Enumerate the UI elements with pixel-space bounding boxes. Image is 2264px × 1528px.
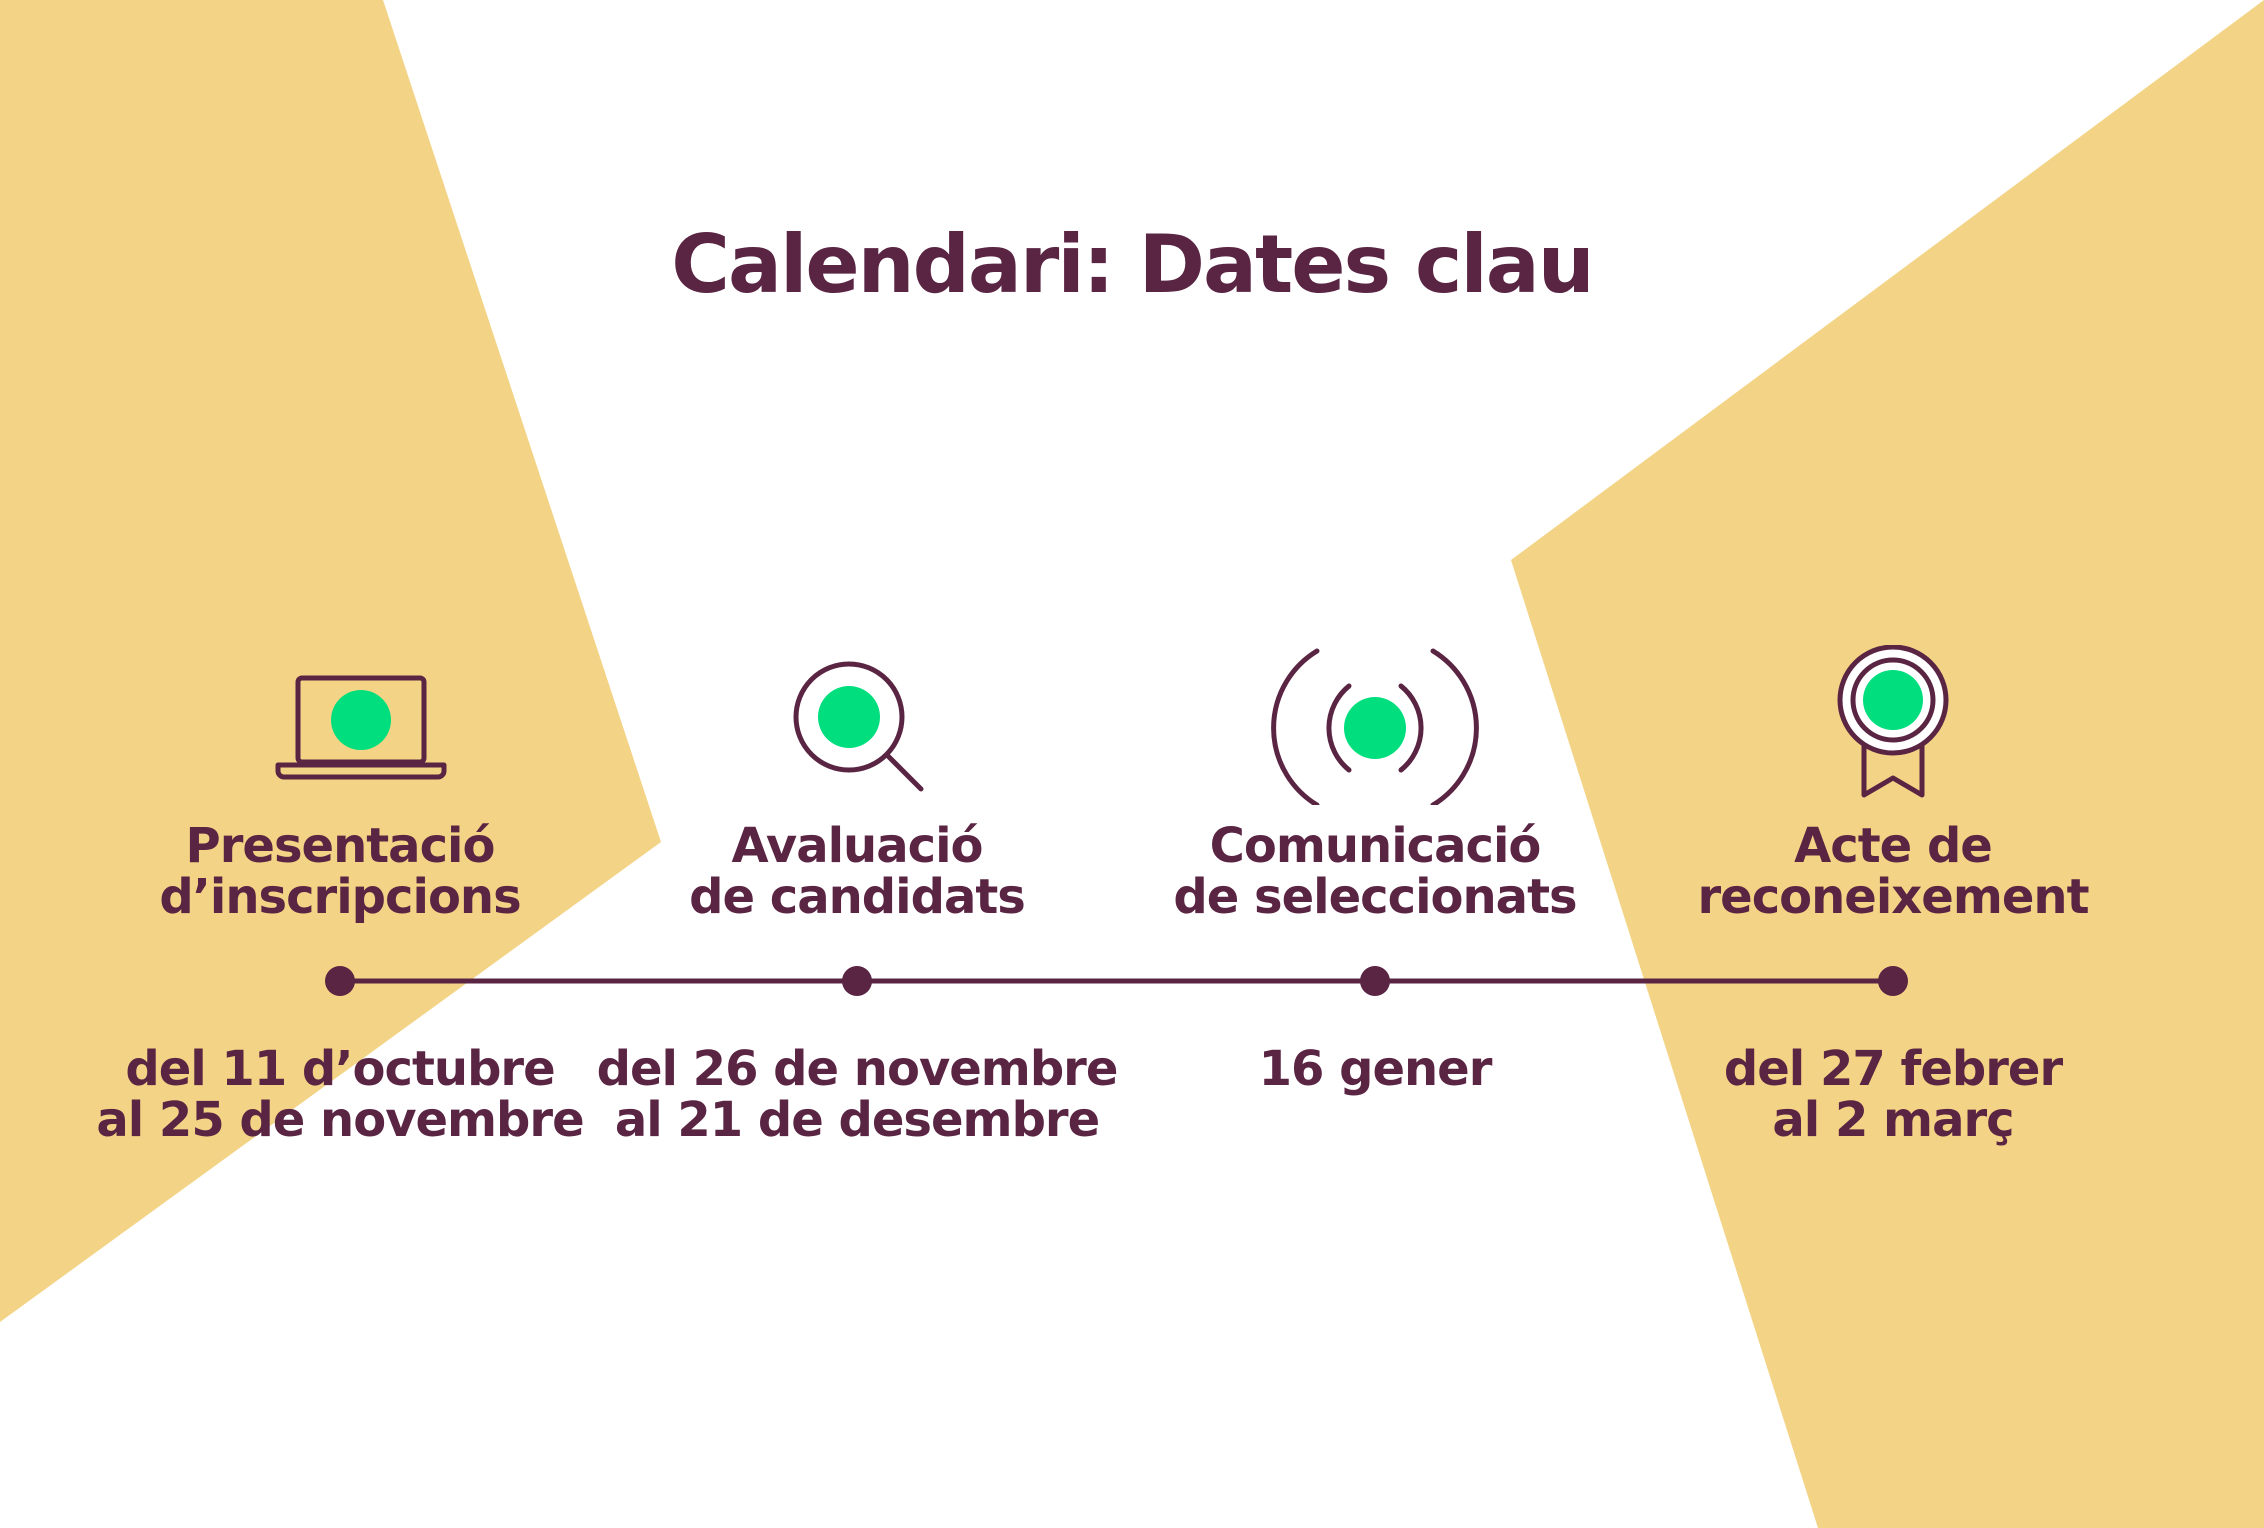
stage-date-line: al 21 de desembre bbox=[614, 1092, 1100, 1148]
award-icon bbox=[1837, 645, 1949, 798]
stage-name-line: reconeixement bbox=[1697, 869, 2089, 925]
stage-name-line: Avaluació bbox=[731, 818, 983, 874]
timeline-node-1 bbox=[325, 966, 355, 996]
stage-date-line: al 2 març bbox=[1772, 1092, 2014, 1148]
timeline-node-2 bbox=[842, 966, 872, 996]
laptop-icon bbox=[275, 675, 447, 780]
stage-name-line: Comunicació bbox=[1209, 818, 1542, 874]
stage-name-line: Presentació bbox=[185, 818, 496, 874]
right-decorative-shape bbox=[1511, 0, 2264, 1528]
timeline-node-4 bbox=[1878, 966, 1908, 996]
stage-date: 16 gener bbox=[1095, 1044, 1655, 1095]
stage-name-line: Acte de bbox=[1794, 818, 1993, 874]
magnifier-icon bbox=[793, 661, 924, 792]
timeline-node-3 bbox=[1360, 966, 1390, 996]
stage-date-line: al 25 de novembre bbox=[96, 1092, 584, 1148]
stage-date-line: del 11 d’octubre bbox=[125, 1041, 555, 1097]
stage-name-line: d’inscripcions bbox=[159, 869, 521, 925]
stage-name-line: de seleccionats bbox=[1173, 869, 1577, 925]
stage-date-line: 16 gener bbox=[1258, 1041, 1493, 1097]
left-decorative-shape bbox=[0, 0, 661, 1322]
stage-date-line: del 27 febrer bbox=[1723, 1041, 2063, 1097]
broadcast-icon bbox=[1271, 648, 1479, 805]
stage-date-line: del 26 de novembre bbox=[596, 1041, 1119, 1097]
stage-name-line: de candidats bbox=[689, 869, 1026, 925]
page-title: Calendari: Dates clau bbox=[671, 218, 1594, 311]
